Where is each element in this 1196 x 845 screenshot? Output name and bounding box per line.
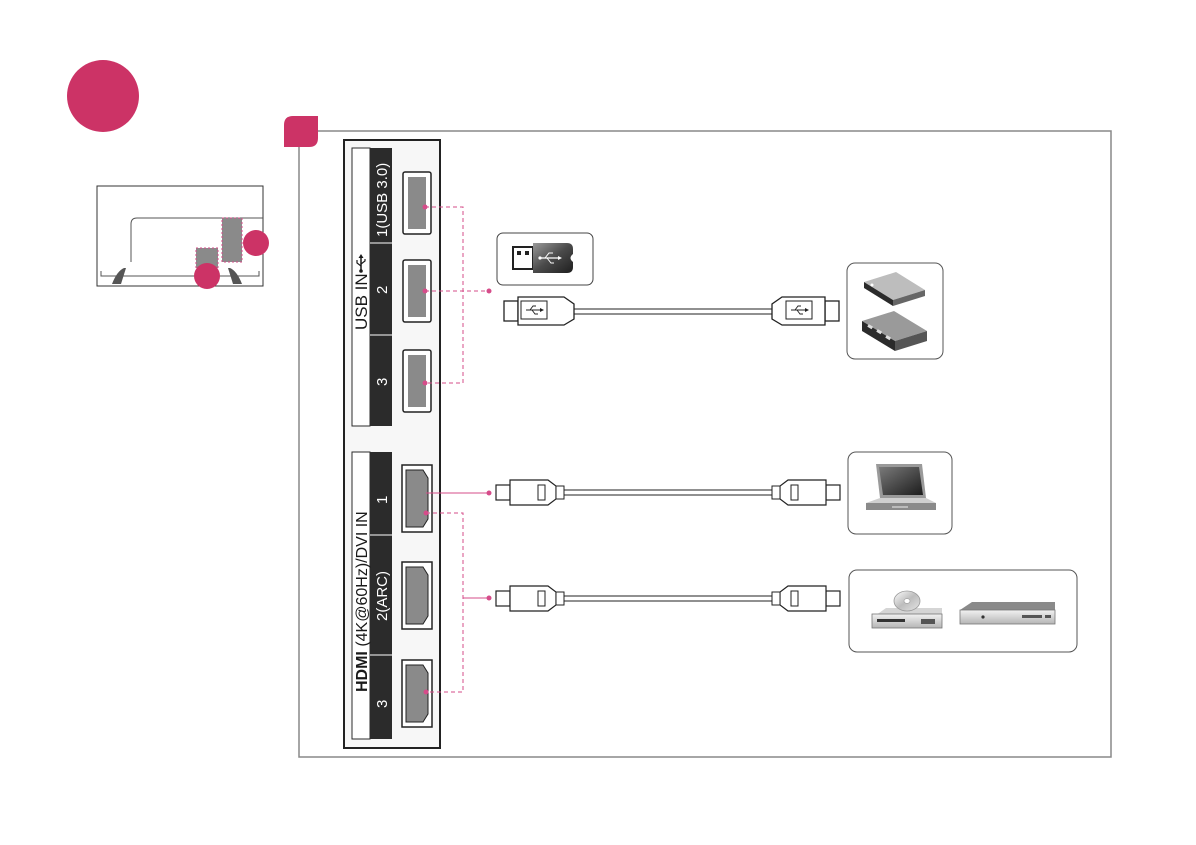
frame-corner-marker bbox=[284, 116, 318, 147]
tv-rear-thumbnail bbox=[97, 186, 269, 289]
hdmi-port-1[interactable] bbox=[402, 465, 432, 532]
laptop-box bbox=[848, 452, 952, 534]
av-devices-box bbox=[849, 570, 1077, 652]
step-marker bbox=[67, 60, 139, 132]
hdmi-cable-2 bbox=[496, 586, 840, 611]
usb-flash-drive-icon bbox=[497, 233, 593, 285]
hdmi-label-block: HDMI (4K@60Hz)/DVI IN 1 2(ARC) 3 bbox=[352, 452, 392, 739]
hdmi-port-2[interactable] bbox=[402, 562, 432, 629]
usb-port-3[interactable] bbox=[403, 350, 431, 412]
usb-title: USB IN bbox=[352, 273, 371, 330]
usb-label-block: USB IN 1(USB 3.0) 2 3 bbox=[352, 148, 392, 426]
callout-marker bbox=[243, 230, 269, 256]
set-top-box-icon bbox=[960, 602, 1055, 624]
hdmi-title: HDMI (4K@60Hz)/DVI IN bbox=[354, 511, 371, 692]
usb-devices-box bbox=[847, 263, 943, 359]
usb-port-label-3: 3 bbox=[374, 378, 391, 386]
usb-cable bbox=[504, 297, 839, 325]
usb-port-1[interactable] bbox=[403, 172, 431, 234]
hdmi-port-label-1: 1 bbox=[374, 496, 391, 504]
hdmi-port-label-3: 3 bbox=[374, 700, 391, 708]
usb-port-label-1: 1(USB 3.0) bbox=[374, 163, 391, 237]
hdmi-port-label-2: 2(ARC) bbox=[374, 571, 391, 621]
hdmi-logo: HDMI bbox=[354, 651, 371, 692]
usb-port-label-2: 2 bbox=[374, 286, 391, 294]
hdmi-cable-1 bbox=[496, 480, 840, 505]
callout-marker bbox=[194, 263, 220, 289]
